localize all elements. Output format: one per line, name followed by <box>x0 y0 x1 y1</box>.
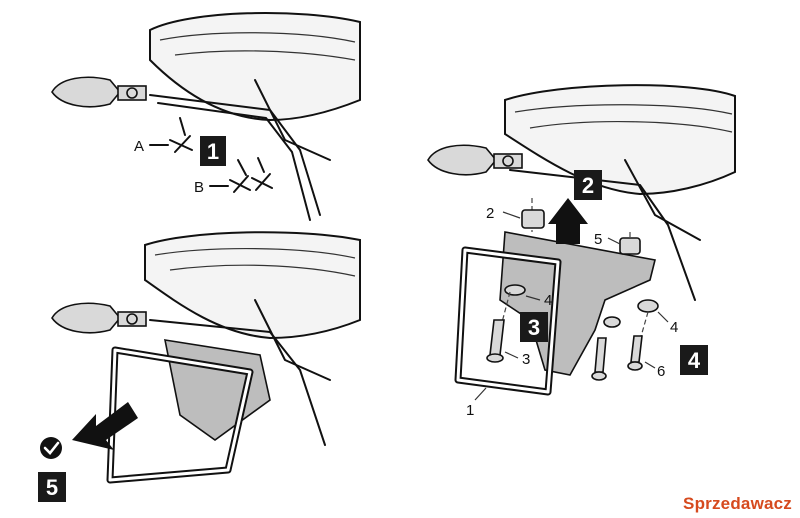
panel-step-1: A B 1 <box>51 12 361 221</box>
label-a: A <box>134 138 144 155</box>
motorcycle-seat <box>149 12 361 122</box>
turn-indicator-3 <box>427 144 498 176</box>
washer-part-4 <box>504 284 526 296</box>
washer-part-4b <box>603 316 621 328</box>
callout-3: 3 <box>522 351 530 368</box>
step-1-badge <box>200 136 226 166</box>
label-b: B <box>194 179 204 196</box>
callout-4-left: 4 <box>544 292 552 309</box>
panel-steps-2-3-4: 2 5 4 3 4 6 1 2 3 4 <box>427 84 736 419</box>
watermark-logo: Sprzedawacz <box>683 494 792 513</box>
bolt-part-6b <box>630 335 643 363</box>
step-2-badge <box>574 170 602 200</box>
step-5-number: 5 <box>46 475 58 500</box>
panel-step-5: 5 <box>38 231 361 502</box>
spacer-part-2 <box>521 209 545 229</box>
bolt-part-3 <box>489 319 505 356</box>
callout-5: 5 <box>594 231 602 248</box>
step-4-number: 4 <box>688 348 701 373</box>
rear-rail <box>149 94 321 216</box>
callout-6: 6 <box>657 363 665 380</box>
callout-2: 2 <box>486 205 494 222</box>
step-2-number: 2 <box>582 173 594 198</box>
motorcycle-seat-2 <box>144 231 361 340</box>
step-3-number: 3 <box>528 315 540 340</box>
lift-arrow <box>548 198 588 244</box>
step-5-badge <box>38 472 66 502</box>
washer-part-4c <box>637 299 659 313</box>
step-4-badge <box>680 345 708 375</box>
step-1-number: 1 <box>207 139 219 164</box>
checkmark-circle-icon <box>40 437 62 459</box>
step-3-badge <box>520 312 548 342</box>
motorcycle-seat-3 <box>504 84 736 196</box>
callout-4-right: 4 <box>670 319 678 336</box>
mounted-plate <box>163 339 271 441</box>
turn-indicator-2 <box>51 302 122 334</box>
bolt-part-6a <box>594 337 607 373</box>
spacer-part-5 <box>619 237 641 255</box>
callout-1: 1 <box>466 402 474 419</box>
turn-indicator <box>51 76 122 108</box>
push-arrow <box>72 402 138 450</box>
